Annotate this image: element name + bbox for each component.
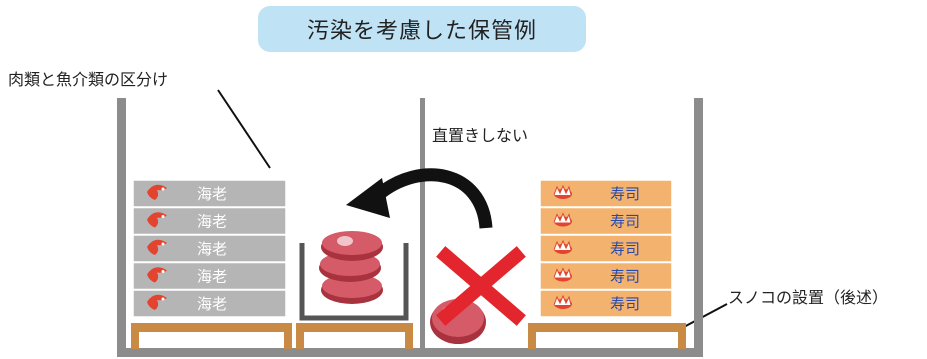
- box-label: 寿司: [610, 295, 640, 313]
- storage-box: 寿司: [539, 206, 673, 236]
- storage-box: 海老: [132, 289, 287, 318]
- storage-box: 寿司: [539, 261, 673, 291]
- shrimp-icon: [147, 212, 167, 228]
- meat-container: [299, 231, 409, 321]
- shrimp-icon: [147, 239, 167, 255]
- storage-box: 海老: [132, 206, 287, 236]
- box-label: 寿司: [610, 240, 640, 258]
- center-divider: [420, 98, 425, 355]
- sushi-icon: [553, 294, 572, 309]
- left-wall: [117, 98, 126, 355]
- pallets: [131, 323, 686, 349]
- prohibition-cross-icon: [436, 246, 526, 326]
- move-arrow-icon: [346, 168, 493, 229]
- box-label: 海老: [197, 268, 227, 286]
- box-label: 寿司: [610, 185, 640, 203]
- sushi-icon: [553, 239, 572, 254]
- sushi-icon: [553, 267, 572, 282]
- meat-stack: [319, 231, 383, 304]
- floor: [117, 348, 703, 357]
- box-label: 海老: [197, 185, 227, 203]
- storage-box: 寿司: [539, 234, 673, 263]
- pallet-middle: [296, 323, 413, 349]
- storage-box: 寿司: [539, 179, 673, 208]
- box-label: 海老: [197, 295, 227, 313]
- storage-box: 寿司: [539, 289, 673, 318]
- shrimp-icon: [147, 267, 167, 283]
- box-label: 寿司: [610, 213, 640, 231]
- storage-box: 海老: [132, 179, 287, 208]
- box-label: 寿司: [610, 268, 640, 286]
- container-tray: [299, 243, 409, 321]
- storage-walls: [117, 98, 703, 357]
- right-wall: [694, 98, 703, 355]
- pallet-right: [528, 323, 686, 349]
- sushi-icon: [553, 184, 572, 199]
- storage-box: 海老: [132, 261, 287, 291]
- separation-leader-line: [217, 89, 271, 169]
- shrimp-icon: [147, 184, 167, 200]
- duckboard-label: スノコの設置（後述）: [728, 288, 889, 307]
- pallet-left: [131, 323, 292, 349]
- title-banner: 汚染を考慮した保管例: [258, 6, 586, 52]
- box-label: 海老: [197, 240, 227, 258]
- storage-box: 海老: [132, 234, 287, 263]
- sushi-icon: [553, 212, 572, 227]
- shrimp-icon: [147, 294, 167, 310]
- separation-label: 肉類と魚介類の区分け: [8, 70, 169, 89]
- no-direct-floor-label: 直置きしない: [432, 126, 529, 145]
- title-text: 汚染を考慮した保管例: [306, 19, 537, 44]
- duckboard-leader-line: [681, 303, 728, 329]
- box-label: 海老: [197, 213, 227, 231]
